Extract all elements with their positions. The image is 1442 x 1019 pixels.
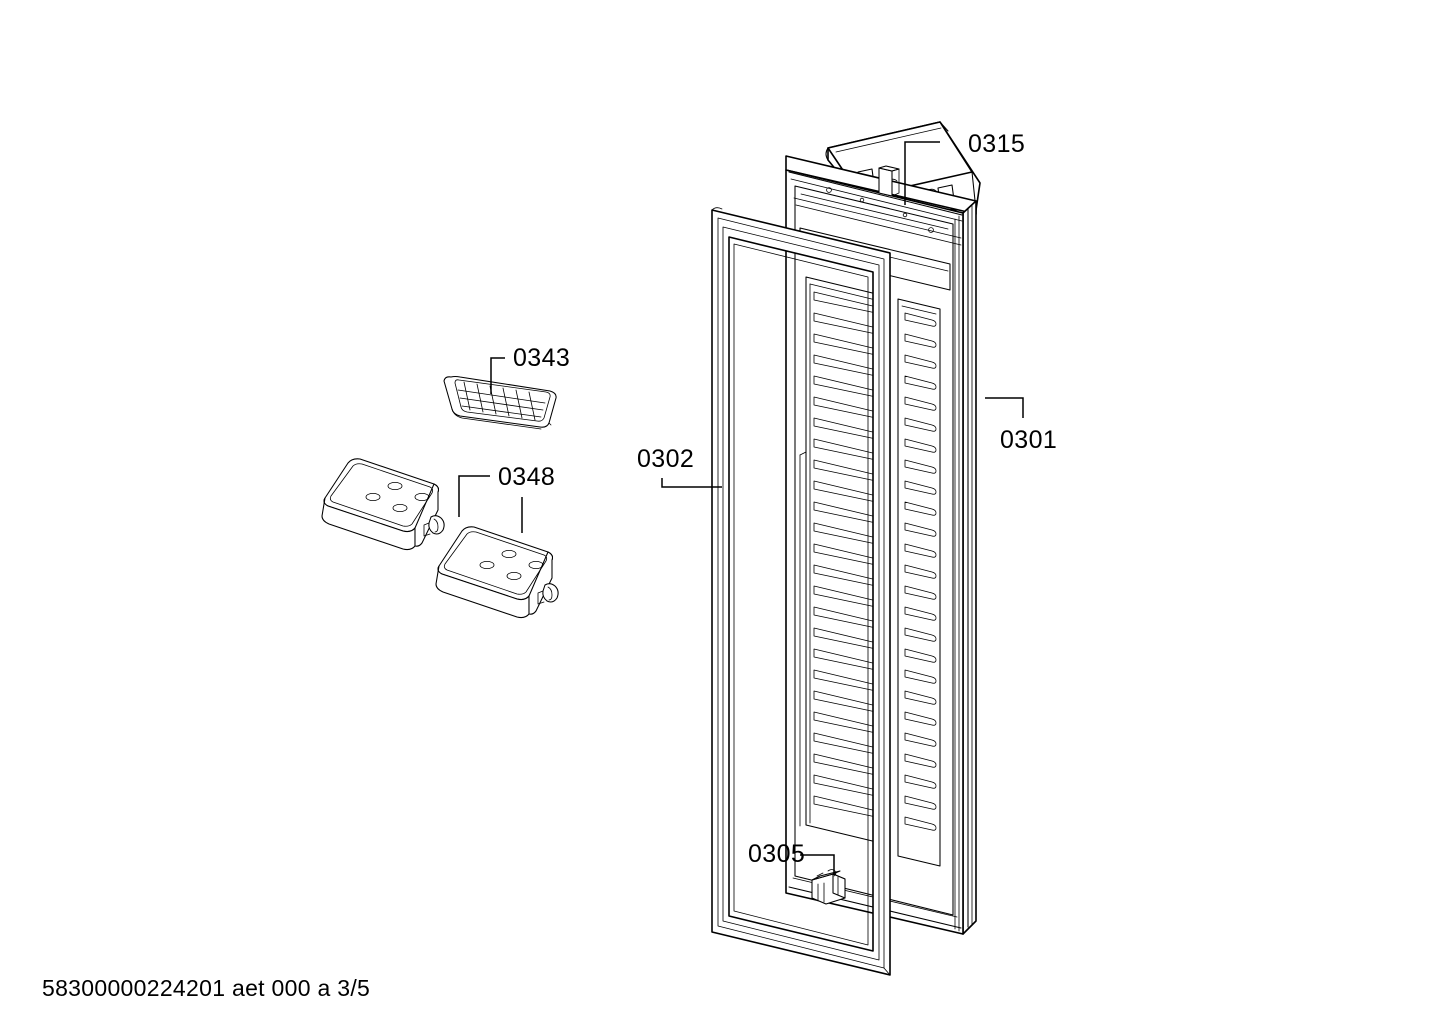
- part-labels: 0315 0301 0302 0305 0343 0348: [498, 130, 1057, 868]
- diagram-footer-code: 58300000224201 aet 000 a 3/5: [42, 975, 371, 1001]
- part-0302-door-seal-gasket[interactable]: [711, 207, 891, 976]
- part-0343-ice-cube-tray[interactable]: [443, 375, 557, 430]
- part-label-0315[interactable]: 0315: [968, 130, 1025, 158]
- part-label-0301[interactable]: 0301: [1000, 426, 1057, 454]
- part-0348-cold-accumulator-pack-upper[interactable]: [321, 458, 445, 551]
- part-0305-door-hinge-bracket[interactable]: [811, 869, 846, 905]
- part-0348-cold-accumulator-pack-lower[interactable]: [435, 526, 559, 619]
- part-label-0348[interactable]: 0348: [498, 463, 555, 491]
- part-label-0343[interactable]: 0343: [513, 344, 570, 372]
- louvre-panel-right: [897, 298, 941, 867]
- leader-lines: [458, 141, 1024, 875]
- part-label-0305[interactable]: 0305: [748, 840, 805, 868]
- part-label-0302[interactable]: 0302: [637, 445, 694, 473]
